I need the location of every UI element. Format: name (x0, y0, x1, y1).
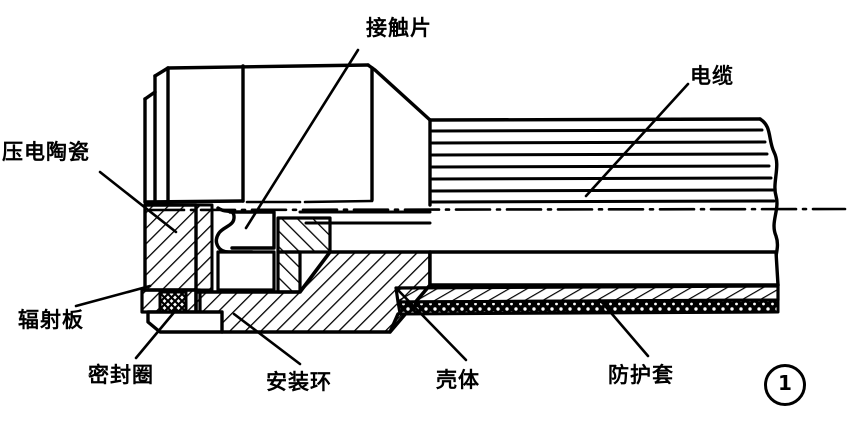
leader-lines (74, 48, 690, 366)
label-seal-ring: 密封圈 (88, 363, 154, 387)
label-mounting-ring: 安装环 (266, 370, 332, 394)
leader-radiation-plate (74, 284, 152, 308)
label-cable: 电缆 (690, 64, 734, 88)
leader-seal-ring (134, 308, 178, 360)
leader-contact-piece (244, 48, 360, 230)
housing-right-extension (428, 250, 780, 287)
label-radiation-plate: 辐射板 (18, 308, 84, 332)
label-housing: 壳体 (436, 368, 480, 392)
centre-axis-line (148, 207, 847, 212)
cable-assembly (428, 117, 780, 287)
mounting-ring-section-lower (276, 250, 302, 294)
piezo-ceramic-section (143, 203, 198, 292)
drawing-linework (140, 63, 847, 334)
upper-body-outline (143, 63, 432, 204)
leader-piezo-ceramic (98, 170, 178, 234)
contact-spring-plate (228, 210, 276, 250)
leader-mounting-ring (232, 312, 302, 366)
contact-spring (214, 206, 254, 254)
label-contact-piece: 接触片 (366, 16, 432, 40)
label-protective-sleeve: 防护套 (608, 363, 674, 387)
leader-protective-sleeve (598, 298, 650, 358)
figure-number: 1 (764, 364, 806, 406)
leader-cable (584, 82, 690, 198)
sleeve-elastomer-band (396, 298, 780, 316)
inner-cavity (216, 250, 276, 292)
piezo-ceramic-section-2 (194, 203, 214, 292)
bottom-closure-plate (146, 310, 224, 334)
leader-housing (394, 286, 468, 362)
label-piezo-ceramic: 压电陶瓷 (2, 140, 90, 164)
